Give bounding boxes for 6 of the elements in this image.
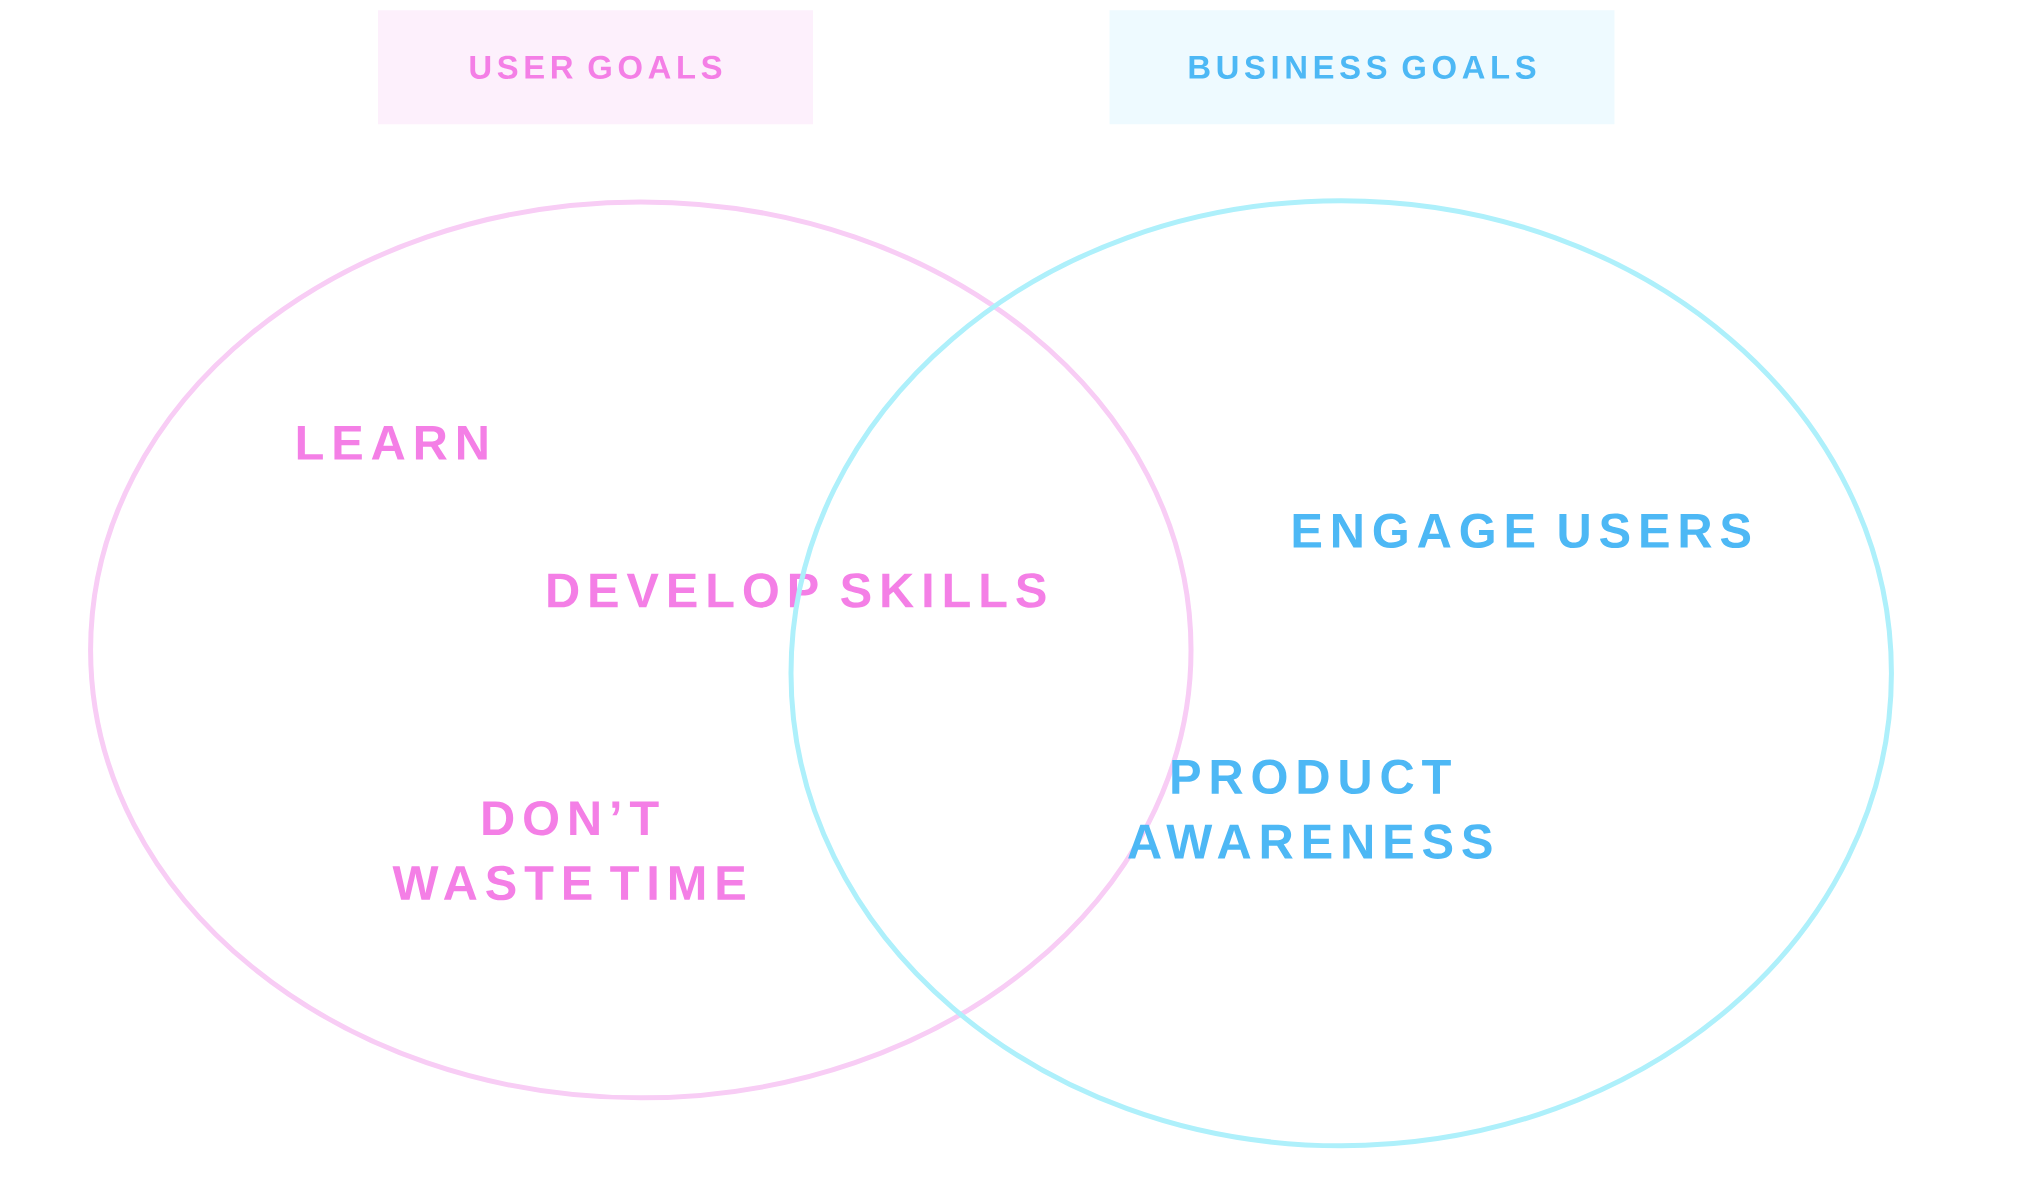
heading-box: USER GOALS — [378, 10, 813, 125]
heading-box: BUSINESS GOALS — [1109, 10, 1615, 125]
goal-label: LEARN — [297, 426, 487, 460]
goal-label: ENGAGE USERS — [1293, 513, 1751, 549]
goal-label: DON’T WASTE TIME — [392, 800, 745, 901]
goal-label: PRODUCT AWARENESS — [1128, 759, 1492, 859]
